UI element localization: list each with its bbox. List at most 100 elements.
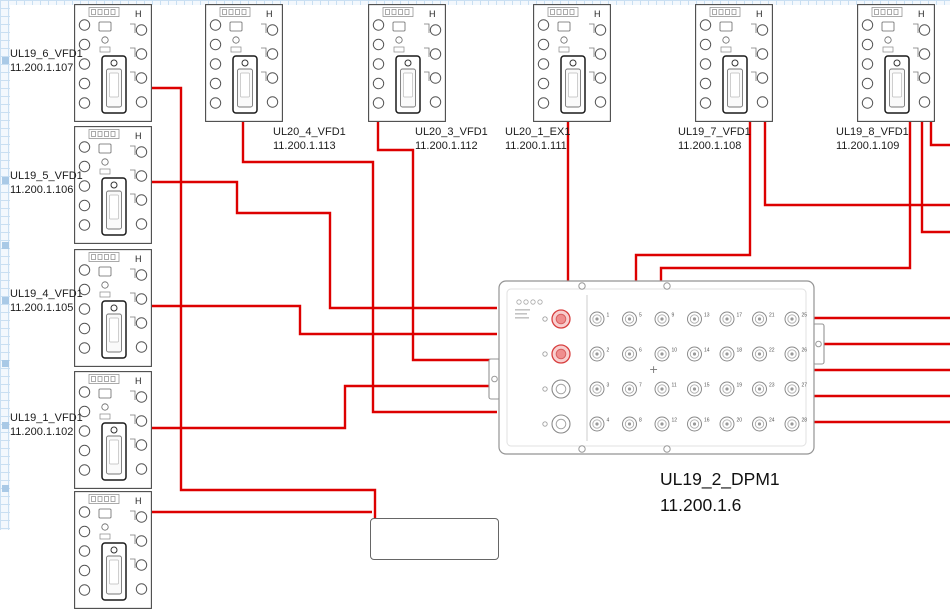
dpm-port-19[interactable]: 19	[719, 381, 743, 397]
device-partial-bottom-center[interactable]	[370, 518, 499, 560]
device-ip: 11.200.1.112	[415, 139, 478, 152]
screw-top	[578, 282, 586, 290]
cable-6[interactable]	[241, 122, 497, 414]
dpm-port-9[interactable]: 9	[654, 311, 675, 327]
dpm-port-11[interactable]: 11	[654, 381, 677, 397]
device-UL19_8_VFD1[interactable]	[857, 4, 935, 122]
dpm-port-number: 4	[607, 418, 610, 424]
cable-9[interactable]	[634, 122, 752, 281]
cable-2[interactable]	[152, 180, 497, 310]
dpm-port-number: 23	[769, 383, 775, 389]
dpm-port-number: 19	[737, 383, 743, 389]
dpm-port-15[interactable]: 15	[687, 381, 710, 397]
dpm-port-16[interactable]: 16	[687, 416, 710, 432]
aux-led	[542, 421, 548, 427]
dpm-port-2[interactable]: 2	[589, 346, 610, 362]
dpm-port-14[interactable]: 14	[687, 346, 710, 362]
device-UL20_3_VFD1[interactable]	[368, 4, 446, 122]
dpm-port-5[interactable]: 5	[622, 311, 643, 327]
dpm-port-25[interactable]: 25	[784, 311, 807, 327]
grid-marker	[2, 422, 9, 429]
device-ip: 11.200.1.113	[273, 139, 336, 152]
device-name: UL20_3_VFD1	[415, 126, 488, 138]
vfd-module-graphic	[74, 126, 152, 244]
cable-10[interactable]	[763, 122, 950, 207]
dpm-port-1[interactable]: 1	[589, 311, 610, 327]
dpm-port-number: 15	[704, 383, 710, 389]
cable-3[interactable]	[152, 304, 497, 336]
dpm-aux-port-2-highlighted[interactable]	[542, 344, 571, 364]
device-ip: 11.200.1.109	[836, 139, 900, 152]
dpm-port-8[interactable]: 8	[622, 416, 643, 432]
dpm-graphic: 1234567891011121314151617181920212223242…	[488, 280, 825, 455]
dpm-port-4[interactable]: 4	[589, 416, 610, 432]
aux-led	[542, 386, 548, 392]
cable-12[interactable]	[920, 122, 950, 234]
dpm-port-3[interactable]: 3	[589, 381, 610, 397]
device-UL20_4_VFD1[interactable]	[205, 4, 283, 122]
dpm-port-26[interactable]: 26	[784, 346, 807, 362]
cable-layer	[152, 86, 950, 522]
dpm-port-27[interactable]: 27	[784, 381, 808, 397]
dpm-aux-port-3[interactable]	[542, 379, 571, 399]
screw-top	[663, 282, 671, 290]
dpm-port-number: 11	[672, 383, 677, 389]
screw-bottom	[663, 445, 671, 453]
device-name: UL19_6_VFD1	[10, 48, 83, 60]
cable-1[interactable]	[152, 86, 377, 522]
dpm-name: UL19_2_DPM1	[660, 469, 780, 489]
dpm-port-number: 7	[639, 383, 642, 389]
vfd-module-graphic	[74, 4, 152, 122]
dpm-port-28[interactable]: 28	[784, 416, 808, 432]
dpm-port-7[interactable]: 7	[622, 381, 643, 397]
dpm-port-number: 27	[802, 383, 808, 389]
dpm-port-17[interactable]: 17	[719, 311, 742, 327]
dpm-port-number: 3	[607, 383, 610, 389]
device-name: UL20_4_VFD1	[273, 126, 346, 138]
dpm-port-20[interactable]: 20	[719, 416, 743, 432]
screw-hole	[815, 340, 822, 348]
device-name: UL19_4_VFD1	[10, 288, 83, 300]
device-ip: 11.200.1.102	[10, 425, 74, 438]
dpm-port-24[interactable]: 24	[752, 416, 775, 432]
dpm-port-number: 1	[607, 313, 610, 319]
device-name: UL19_1_VFD1	[10, 412, 83, 424]
device-UL20_1_EX1[interactable]	[533, 4, 611, 122]
dpm-port-10[interactable]: 10	[654, 346, 677, 362]
vfd-module-graphic	[695, 4, 773, 122]
device-UL19_1_VFD1[interactable]	[74, 371, 152, 489]
device-UL19_7_VFD1[interactable]	[695, 4, 773, 122]
dpm-port-number: 28	[802, 418, 808, 424]
dpm-port-21[interactable]: 21	[752, 311, 775, 327]
dpm-port-23[interactable]: 23	[752, 381, 775, 397]
cable-11[interactable]	[659, 122, 912, 281]
cable-13[interactable]	[929, 122, 950, 147]
dpm-aux-port-1-highlighted[interactable]	[542, 309, 571, 329]
dpm-port-12[interactable]: 12	[654, 416, 677, 432]
dpm-port-18[interactable]: 18	[719, 346, 742, 362]
dpm-aux-port-4[interactable]	[542, 414, 571, 434]
device-UL19_5_VFD1[interactable]	[74, 126, 152, 244]
grid-marker	[2, 297, 9, 304]
dpm-port-13[interactable]: 13	[687, 311, 710, 327]
cable-7[interactable]	[376, 122, 497, 362]
dpm-port-number: 21	[769, 313, 775, 319]
dpm-port-number: 9	[672, 313, 675, 319]
device-partial-bottom-left[interactable]	[74, 491, 152, 609]
device-UL19_4_VFD1[interactable]	[74, 249, 152, 367]
dpm-port-number: 20	[737, 418, 743, 424]
dpm-port-6[interactable]: 6	[622, 346, 643, 362]
dpm-port-22[interactable]: 22	[752, 346, 775, 362]
cable-4[interactable]	[152, 384, 497, 430]
device-UL19_6_VFD1[interactable]	[74, 4, 152, 122]
device-ip: 11.200.1.105	[10, 301, 74, 314]
device-ip: 11.200.1.108	[678, 139, 742, 152]
vfd-module-graphic	[205, 4, 283, 122]
dpm-ip: 11.200.1.6	[660, 495, 742, 515]
